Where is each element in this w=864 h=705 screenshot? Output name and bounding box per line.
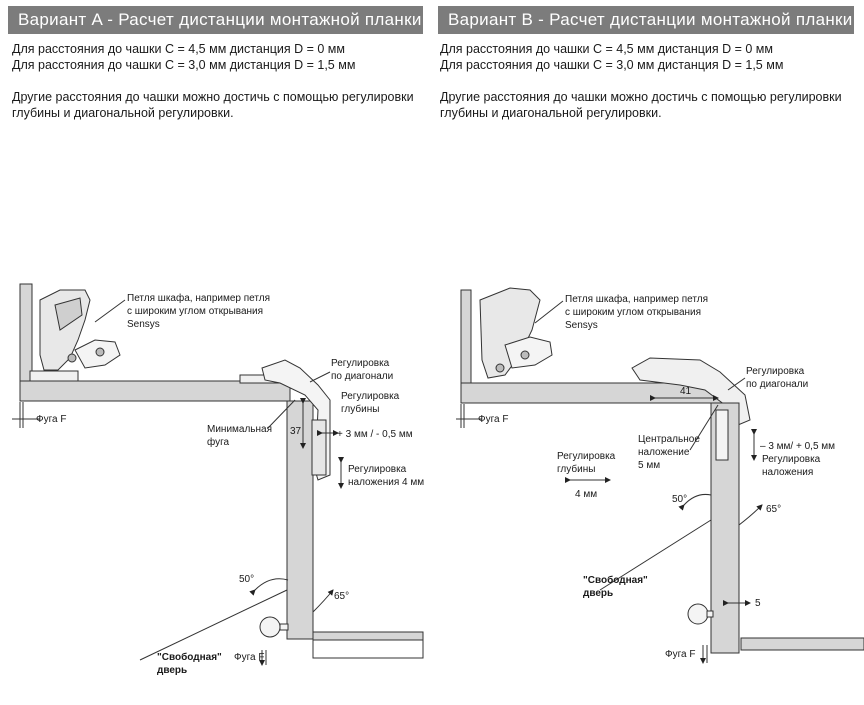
gap-f-top-b: Фуга F <box>478 414 508 425</box>
overlay-label-b-2: наложения <box>762 467 813 478</box>
hinge-label-a-2: с широким углом открывания <box>127 306 263 317</box>
cabinet-side-a <box>19 283 33 382</box>
diagram-b: 41 Фуга F Петля шкафа, например петля с … <box>456 287 864 664</box>
variant-b-line1: Для расстояния до чашки C = 4,5 мм диста… <box>440 42 773 56</box>
cabinet-top-a <box>19 380 291 402</box>
variant-b-title: Вариант B - Расчет дистанции монтажной п… <box>448 10 853 29</box>
depth-value-a: + 3 мм / - 0,5 мм <box>337 429 413 440</box>
variant-a-description: Другие расстояния до чашки можно достичь… <box>12 89 414 121</box>
diagram-a: 37 Фуга F Петля шкафа, например петля с … <box>12 283 424 676</box>
variant-a-specs: Для расстояния до чашки C = 4,5 мм диста… <box>12 41 355 73</box>
free-door-b-1: "Свободная" <box>583 574 648 586</box>
variant-a-title: Вариант A - Расчет дистанции монтажной п… <box>18 10 422 29</box>
floor-a <box>312 639 424 659</box>
center-label-b-3: 5 мм <box>638 460 660 471</box>
depth-label-b-1: Регулировка <box>557 451 616 462</box>
center-label-b-1: Центральное <box>638 434 700 445</box>
variant-b-header: Вариант B - Расчет дистанции монтажной п… <box>438 6 854 34</box>
min-gap-label-a-2: фуга <box>207 436 230 448</box>
angle-65-a: 65° <box>334 591 349 602</box>
free-door-a-2: дверь <box>157 665 187 676</box>
bottom-shelf-a <box>312 631 424 641</box>
center-label-b-2: наложение <box>638 447 690 458</box>
overlay-label-b-1: Регулировка <box>762 454 821 465</box>
depth-label-a-1: Регулировка <box>341 391 400 402</box>
angle-50-b: 50° <box>672 494 687 505</box>
variant-a-header: Вариант A - Расчет дистанции монтажной п… <box>8 6 423 34</box>
overlay-label-a-1: Регулировка <box>348 464 407 475</box>
depth-value-b: 4 мм <box>575 489 597 500</box>
gap-f-bottom-b: Фуга F <box>665 649 695 660</box>
hinge-label-a-1: Петля шкафа, например петля <box>127 292 270 304</box>
min-gap-label-a-1: Минимальная <box>207 424 272 435</box>
knob-b <box>687 603 709 625</box>
variant-a-desc2: глубины и диагональной регулировки. <box>12 106 234 120</box>
hinge-open-b <box>479 287 553 379</box>
variant-a-line1: Для расстояния до чашки C = 4,5 мм диста… <box>12 42 345 56</box>
gap-f-bottom-a: Фуга F <box>234 652 264 663</box>
hinge-open-a <box>39 289 121 371</box>
dim-41-label: 41 <box>680 386 692 397</box>
depth-label-b-2: глубины <box>557 463 595 475</box>
variant-a-line2: Для расстояния до чашки C = 3,0 мм диста… <box>12 58 356 72</box>
variant-b-description: Другие расстояния до чашки можно достичь… <box>440 89 842 121</box>
knob-a <box>259 616 281 638</box>
diag-label-a-2: по диагонали <box>331 371 393 382</box>
hinge-label-b-1: Петля шкафа, например петля <box>565 293 708 305</box>
cabinet-side-b <box>460 289 472 384</box>
hinge-label-b-3: Sensys <box>565 320 598 331</box>
variant-b-desc1: Другие расстояния до чашки можно достичь… <box>440 90 842 104</box>
depth-label-a-2: глубины <box>341 403 379 415</box>
overlay-value-b: – 3 мм/ + 0,5 мм <box>760 441 835 452</box>
variant-b-line2: Для расстояния до чашки C = 3,0 мм диста… <box>440 58 784 72</box>
angle-65-b: 65° <box>766 504 781 515</box>
floor-b <box>740 637 864 651</box>
free-door-b-2: дверь <box>583 588 613 599</box>
gap-f-top-a: Фуга F <box>36 414 66 425</box>
diag-label-b-1: Регулировка <box>746 366 805 377</box>
dim-5-label: 5 <box>755 598 761 609</box>
variant-a-desc1: Другие расстояния до чашки можно достичь… <box>12 90 414 104</box>
mounting-plate-a1 <box>29 370 79 382</box>
diag-label-b-2: по диагонали <box>746 379 808 390</box>
dim-37-label: 37 <box>290 426 302 437</box>
variant-b-specs: Для расстояния до чашки C = 4,5 мм диста… <box>440 41 783 73</box>
hinge-label-b-2: с широким углом открывания <box>565 307 701 318</box>
overlay-label-a-2: наложения 4 мм <box>348 477 424 488</box>
angle-50-a: 50° <box>239 574 254 585</box>
free-door-a-1: "Свободная" <box>157 651 222 663</box>
variant-b-desc2: глубины и диагональной регулировки. <box>440 106 662 120</box>
hinge-label-a-3: Sensys <box>127 319 160 330</box>
diag-label-a-1: Регулировка <box>331 358 390 369</box>
hinge-closed-b <box>631 357 751 426</box>
